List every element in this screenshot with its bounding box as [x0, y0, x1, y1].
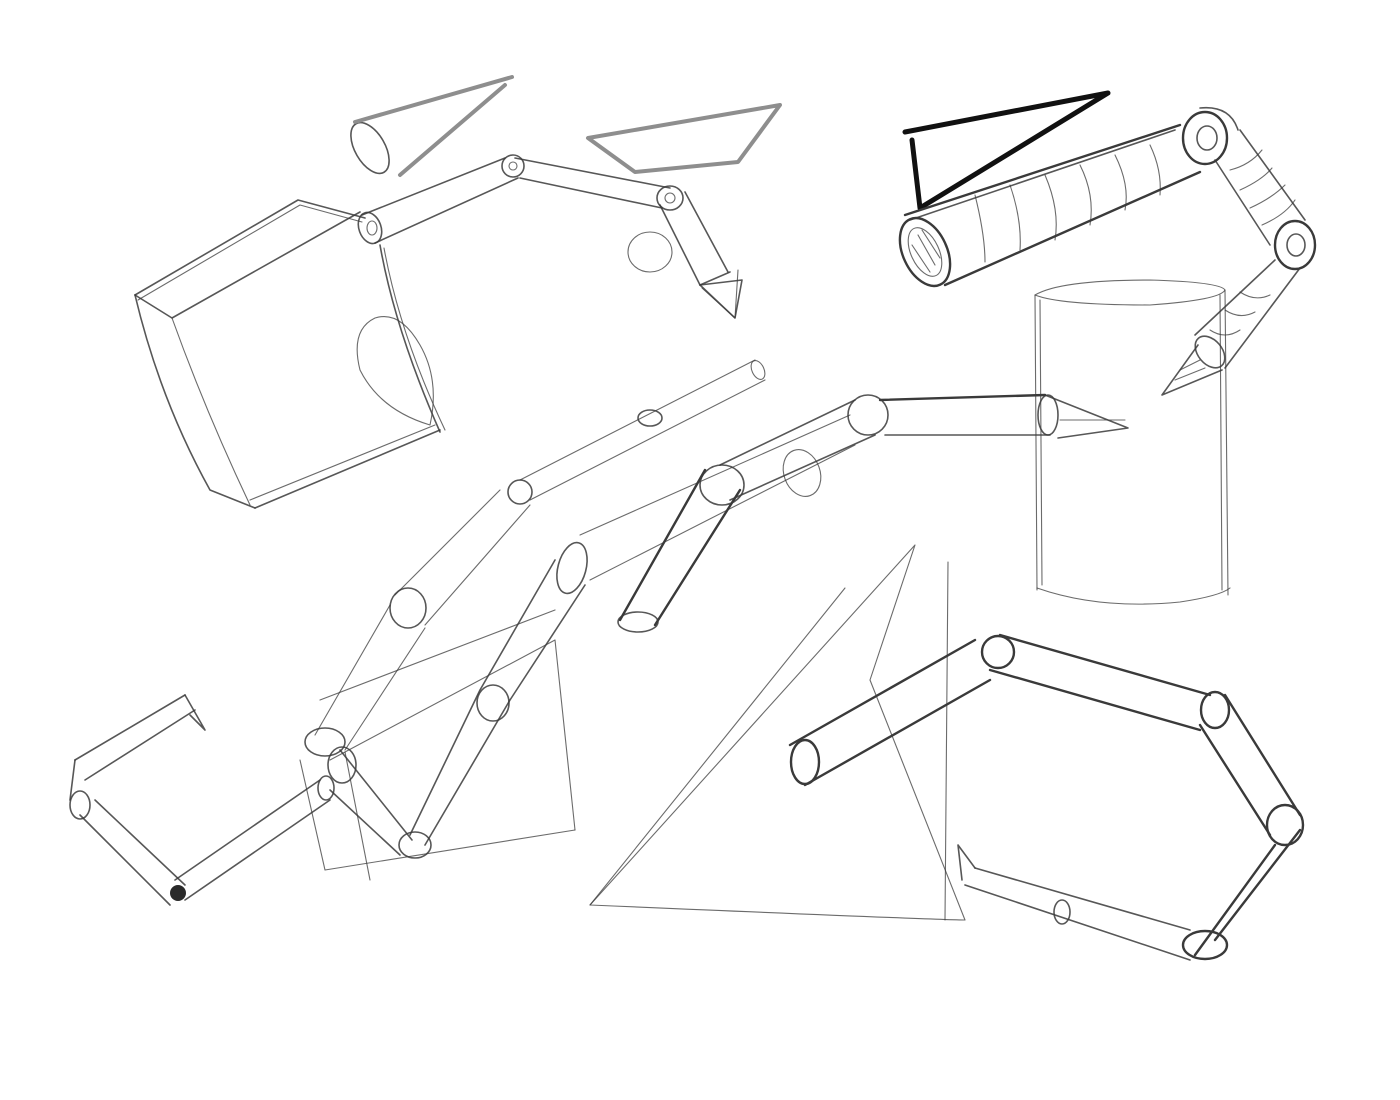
shaded-segmented-arm [898, 106, 1317, 396]
hexagon-chain [788, 633, 1305, 961]
sketch-box [134, 199, 446, 509]
hook-chain [69, 694, 335, 906]
segmented-arm-top [357, 154, 743, 319]
long-segmented-arm [299, 359, 1129, 881]
sketch-cone [350, 75, 514, 177]
sketch-cylinder [1034, 279, 1231, 605]
sketch-triangle-ink [902, 90, 1111, 211]
sketch-pyramid [589, 544, 966, 921]
sketch-trapezoid [586, 103, 782, 174]
